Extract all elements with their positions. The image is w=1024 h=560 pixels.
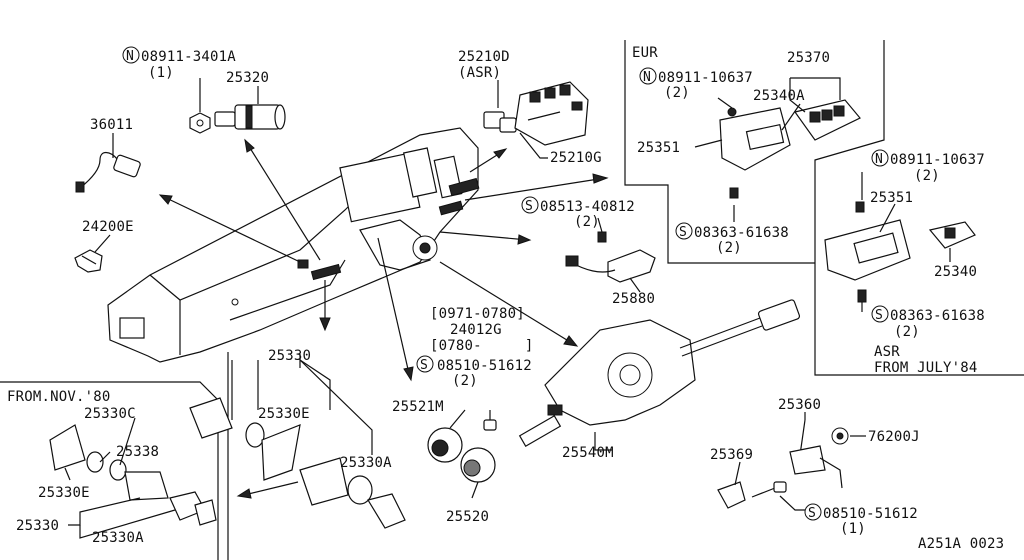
label-25330-sub: 25330 xyxy=(16,518,59,534)
label-eur: EUR xyxy=(632,45,658,61)
nut-mark-3: N xyxy=(875,152,883,167)
label-08911-10637-eur: 08911-10637 xyxy=(658,70,753,86)
part-25520-flasher xyxy=(460,447,496,483)
callout-leaders xyxy=(64,77,951,539)
label-25330A-main: 25330A xyxy=(340,455,392,471)
part-screw-08510-51612-a xyxy=(483,410,497,431)
part-25210D-relay xyxy=(483,81,589,146)
part-asr-25340-switch xyxy=(928,221,976,249)
label-08510-51612-b: 08510-51612 xyxy=(823,506,918,522)
label-24200E: 24200E xyxy=(82,219,134,235)
label-08363-61638-eur-qty: (2) xyxy=(716,240,742,256)
region-frames xyxy=(0,40,1024,560)
label-25540M: 25540M xyxy=(562,445,614,461)
screw-mark-3: S xyxy=(679,225,687,240)
part-eur-25351-bracket xyxy=(719,107,791,199)
label-25330E-sub: 25330E xyxy=(38,485,90,501)
part-nut-08911-3401A xyxy=(189,112,211,134)
label-08911-3401A: 08911-3401A xyxy=(141,49,236,65)
label-76200J: 76200J xyxy=(868,429,920,445)
label-25338: 25338 xyxy=(116,444,159,460)
label-08363-61638-eur: 08363-61638 xyxy=(694,225,789,241)
part-25521M-flasher xyxy=(427,427,463,463)
label-25210D: 25210D xyxy=(458,49,510,65)
label-25880: 25880 xyxy=(612,291,655,307)
diagram-id: A251A 0023 xyxy=(918,536,1004,552)
label-08513-40812-qty: (2) xyxy=(574,214,600,230)
part-25360-switch xyxy=(789,419,843,489)
label-25351-asr: 25351 xyxy=(870,190,913,206)
label-08911-10637-asr-qty: (2) xyxy=(914,168,940,184)
screw-mark-5: S xyxy=(808,506,816,521)
symbol-marks xyxy=(122,46,889,521)
label-25370: 25370 xyxy=(787,50,830,66)
label-36011: 36011 xyxy=(90,117,133,133)
label-25340: 25340 xyxy=(934,264,977,280)
part-from-nov-80-lighter xyxy=(49,424,217,526)
label-25210G: 25210G xyxy=(550,150,602,166)
label-08911-3401A-qty: (1) xyxy=(148,65,174,81)
nut-mark-1: N xyxy=(126,49,134,64)
label-08911-10637-asr: 08911-10637 xyxy=(890,152,985,168)
label-date-range-1: [0971-0780] xyxy=(430,306,525,322)
dashboard-panel xyxy=(107,127,480,363)
label-25210D-note: (ASR) xyxy=(458,65,501,81)
part-36011-harness xyxy=(75,151,141,193)
label-25369: 25369 xyxy=(710,447,753,463)
part-labels: 08911-3401A (1) 25320 36011 24200E 25210… xyxy=(7,45,1004,552)
nut-mark-2: N xyxy=(643,70,651,85)
label-08513-40812: 08513-40812 xyxy=(540,199,635,215)
part-25880-switch xyxy=(565,231,656,283)
label-25520: 25520 xyxy=(446,509,489,525)
part-eur-25370-switch xyxy=(793,99,861,141)
symbol-mark-letters: N S S N S N S S xyxy=(126,49,883,521)
label-25330A-sub: 25330A xyxy=(92,530,144,546)
part-25540M-combination-switch xyxy=(518,299,801,448)
label-08363-61638-asr-qty: (2) xyxy=(894,324,920,340)
label-08510-51612-b-qty: (1) xyxy=(840,521,866,537)
label-25360: 25360 xyxy=(778,397,821,413)
label-25521M: 25521M xyxy=(392,399,444,415)
label-from-july-84: FROM JULY'84 xyxy=(874,360,978,376)
part-25369-bracket xyxy=(717,481,787,509)
label-from-nov-80: FROM.NOV.'80 xyxy=(7,389,111,405)
part-25330-lighter-housing xyxy=(189,397,406,529)
label-08363-61638-asr: 08363-61638 xyxy=(890,308,985,324)
screw-mark-2: S xyxy=(420,358,428,373)
part-asr-25351-bracket xyxy=(824,201,911,303)
part-24200E-clip xyxy=(74,249,103,273)
label-08510-51612-a-qty: (2) xyxy=(452,373,478,389)
label-25320: 25320 xyxy=(226,70,269,86)
label-25330E-main: 25330E xyxy=(258,406,310,422)
screw-mark-1: S xyxy=(525,199,533,214)
label-25330C: 25330C xyxy=(84,406,136,422)
part-76200J-grommet xyxy=(831,427,849,445)
label-date-range-2: [0780- ] xyxy=(430,338,534,354)
label-25330-main: 25330 xyxy=(268,348,311,364)
label-08510-51612-a: 08510-51612 xyxy=(437,358,532,374)
part-25320-bulb-socket xyxy=(214,104,286,130)
label-24012G: 24012G xyxy=(450,322,502,338)
label-08911-10637-eur-qty: (2) xyxy=(664,85,690,101)
label-25340A: 25340A xyxy=(753,88,805,104)
label-asr: ASR xyxy=(874,344,900,360)
label-25351-eur: 25351 xyxy=(637,140,680,156)
screw-mark-4: S xyxy=(875,308,883,323)
leader-arrows xyxy=(158,138,609,499)
